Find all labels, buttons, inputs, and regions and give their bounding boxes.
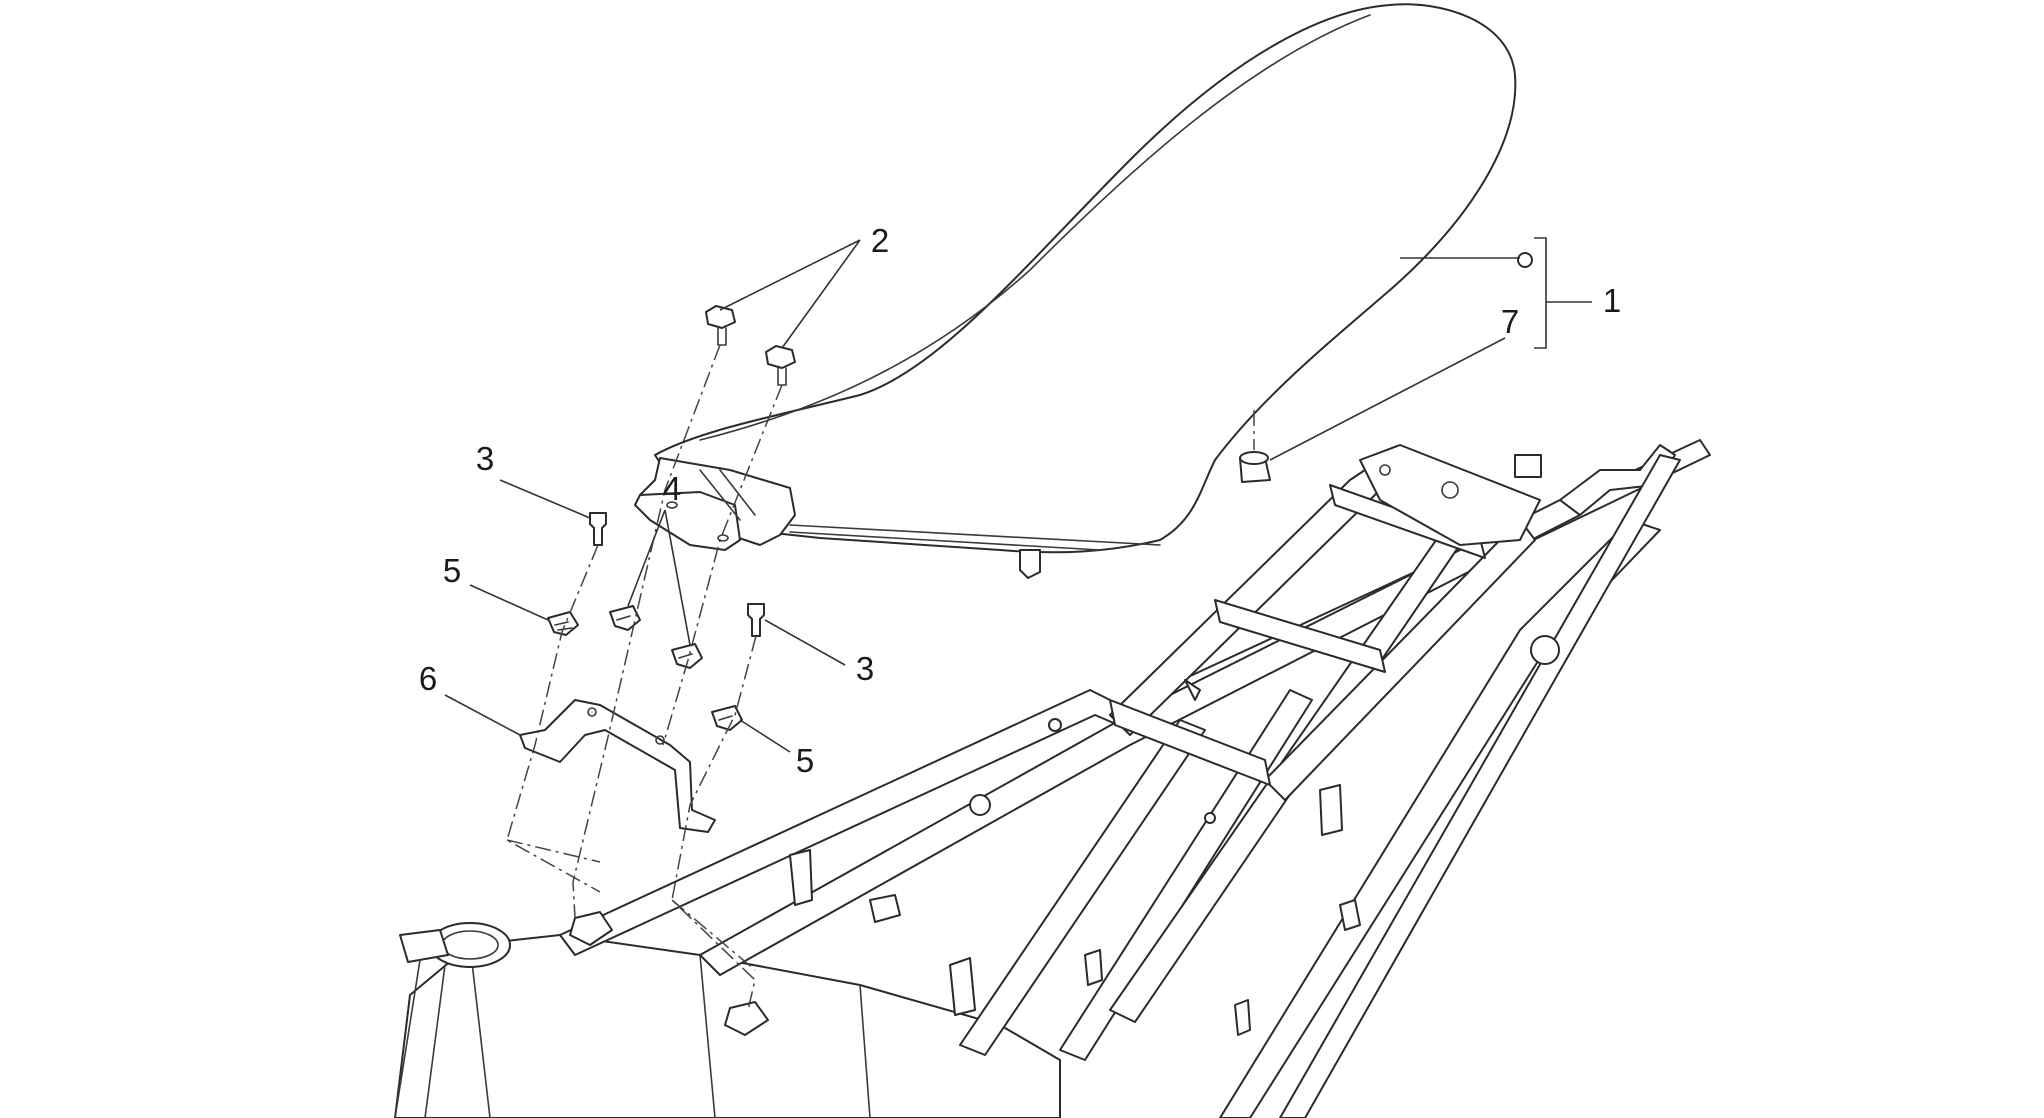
seat-cushion bbox=[654, 3, 1517, 554]
frame-tab-b bbox=[869, 894, 901, 923]
crossbar-2 bbox=[1214, 599, 1386, 673]
frame-tab-a bbox=[789, 849, 813, 906]
seat-bracket bbox=[519, 699, 716, 833]
knob-screw-left bbox=[705, 305, 736, 329]
rear-subframe-right bbox=[1559, 444, 1676, 516]
callout-5-right: 5 bbox=[796, 742, 814, 779]
shock-mount-tab bbox=[399, 929, 449, 963]
bolt-right bbox=[747, 603, 765, 637]
knob-screw-right bbox=[765, 345, 796, 369]
frame-assembly bbox=[394, 439, 1711, 1118]
callout-5-left: 5 bbox=[443, 552, 461, 589]
callout-3-left: 3 bbox=[476, 440, 494, 477]
rear-bracket-plate bbox=[1359, 444, 1541, 546]
callout-labels: 1 2 3 3 4 5 5 6 7 bbox=[419, 222, 1621, 779]
callout-3-right: 3 bbox=[856, 650, 874, 687]
seat-buffer-front bbox=[569, 911, 613, 946]
callout-1: 1 bbox=[1603, 282, 1621, 319]
frame-tab-c bbox=[949, 957, 976, 1016]
callout-7: 7 bbox=[1501, 303, 1519, 340]
hardware bbox=[519, 252, 1533, 833]
frame-strut-1 bbox=[959, 719, 1206, 1056]
callout-4: 4 bbox=[663, 470, 681, 507]
seat-buffer-rear bbox=[724, 1001, 769, 1036]
seat-hook bbox=[1019, 549, 1041, 579]
frame-tab-d bbox=[1084, 949, 1103, 986]
rear-stay-long bbox=[1279, 454, 1681, 1118]
frame-bolt-a bbox=[969, 794, 991, 816]
crossbar-1 bbox=[1109, 699, 1271, 786]
bolt-left bbox=[589, 512, 607, 546]
leader-lines bbox=[444, 237, 1592, 753]
assembly-lines bbox=[506, 344, 783, 1011]
frame-bolt-d bbox=[1530, 635, 1560, 665]
frame-bolt-c bbox=[1204, 812, 1216, 824]
callout-6: 6 bbox=[419, 660, 437, 697]
seat-pan-bracket bbox=[634, 491, 741, 551]
rear-subframe-left bbox=[1219, 519, 1661, 1118]
frame-tab-h bbox=[1184, 679, 1201, 701]
upper-frame-rail bbox=[699, 499, 1581, 976]
callout-2: 2 bbox=[871, 222, 889, 259]
seat-rail-right bbox=[1264, 519, 1536, 801]
frame-tab-f bbox=[1339, 899, 1361, 931]
washer-ring bbox=[1517, 252, 1533, 268]
frame-tab-e bbox=[1319, 784, 1343, 836]
seat-crown-line bbox=[699, 14, 1371, 441]
frame-tab-top bbox=[1514, 454, 1542, 478]
frame-tab-g bbox=[1234, 999, 1251, 1036]
frame-bolt-b bbox=[1048, 718, 1062, 732]
frame-strut-2 bbox=[1059, 689, 1313, 1061]
seat-assembly bbox=[634, 3, 1517, 579]
